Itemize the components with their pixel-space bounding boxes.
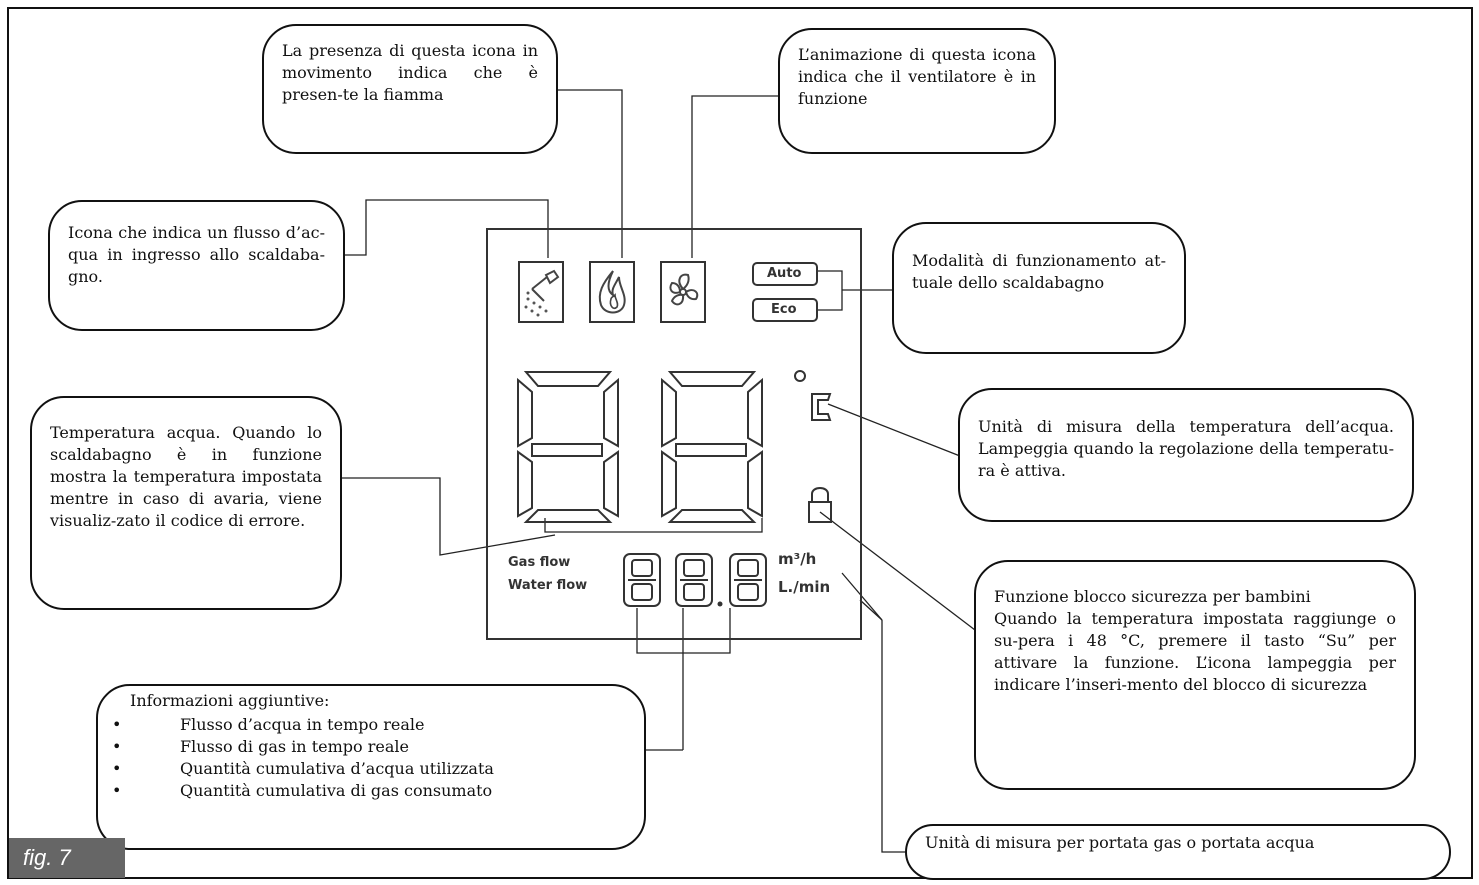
shower-icon [518,261,564,323]
flame-icon [589,261,635,323]
child-lock-text: Quando la temperatura impostata raggiung… [994,609,1396,694]
auto-mode-indicator: Auto [752,262,818,286]
flame-callout-text: La presenza di questa icona in movimento… [282,41,538,104]
celsius-icon [794,370,832,421]
flow-unit-callout-text: Unità di misura per portata gas o portat… [925,833,1315,852]
water-in-callout-text: Icona che indica un flusso d’ac-qua in i… [68,223,325,286]
auto-label: Auto [767,266,802,281]
child-lock-callout: Funzione blocco sicurezza per bambini Qu… [974,560,1416,790]
water-flow-label: Water flow [508,578,588,593]
figure-label: fig. 7 [9,838,125,878]
temperature-callout: Temperatura acqua. Quando lo scaldabagno… [30,396,342,610]
flame-callout: La presenza di questa icona in movimento… [262,24,558,154]
gas-flow-label: Gas flow [508,555,571,570]
eco-label: Eco [771,302,797,317]
figure-frame [7,7,1473,879]
fan-callout: L’animazione di questa icona indica che … [778,28,1056,154]
temp-unit-callout: Unità di misura della temperatura dell’a… [958,388,1414,522]
lock-icon [808,487,832,523]
temperature-digits [517,371,763,523]
lcd-display-panel: Auto Eco [486,228,862,640]
info-callout-title: Informazioni aggiuntive: [130,691,330,710]
flow-unit-callout: Unità di misura per portata gas o portat… [905,824,1451,880]
temperature-callout-text: Temperatura acqua. Quando lo scaldabagno… [50,423,322,530]
info-list: Flusso d’acqua in tempo reale Flusso di … [108,714,626,802]
eco-mode-indicator: Eco [752,298,818,322]
mode-callout-text: Modalità di funzionamento at-tuale dello… [912,251,1166,292]
info-list-item: Quantità cumulativa di gas consumato [108,780,626,802]
unit-lmin-label: L./min [778,578,831,596]
mode-callout: Modalità di funzionamento at-tuale dello… [892,222,1186,354]
unit-m3h-label: m³/h [778,550,817,568]
flow-digits [623,553,767,607]
water-in-callout: Icona che indica un flusso d’ac-qua in i… [48,200,345,331]
info-list-item: Quantità cumulativa d’acqua utilizzata [108,758,626,780]
fan-callout-text: L’animazione di questa icona indica che … [798,45,1036,108]
fan-icon [660,261,706,323]
info-callout: Informazioni aggiuntive: Flusso d’acqua … [96,684,646,850]
info-list-item: Flusso di gas in tempo reale [108,736,626,758]
info-list-item: Flusso d’acqua in tempo reale [108,714,626,736]
child-lock-title: Funzione blocco sicurezza per bambini [994,587,1311,606]
temp-unit-callout-text: Unità di misura della temperatura dell’a… [978,417,1394,480]
